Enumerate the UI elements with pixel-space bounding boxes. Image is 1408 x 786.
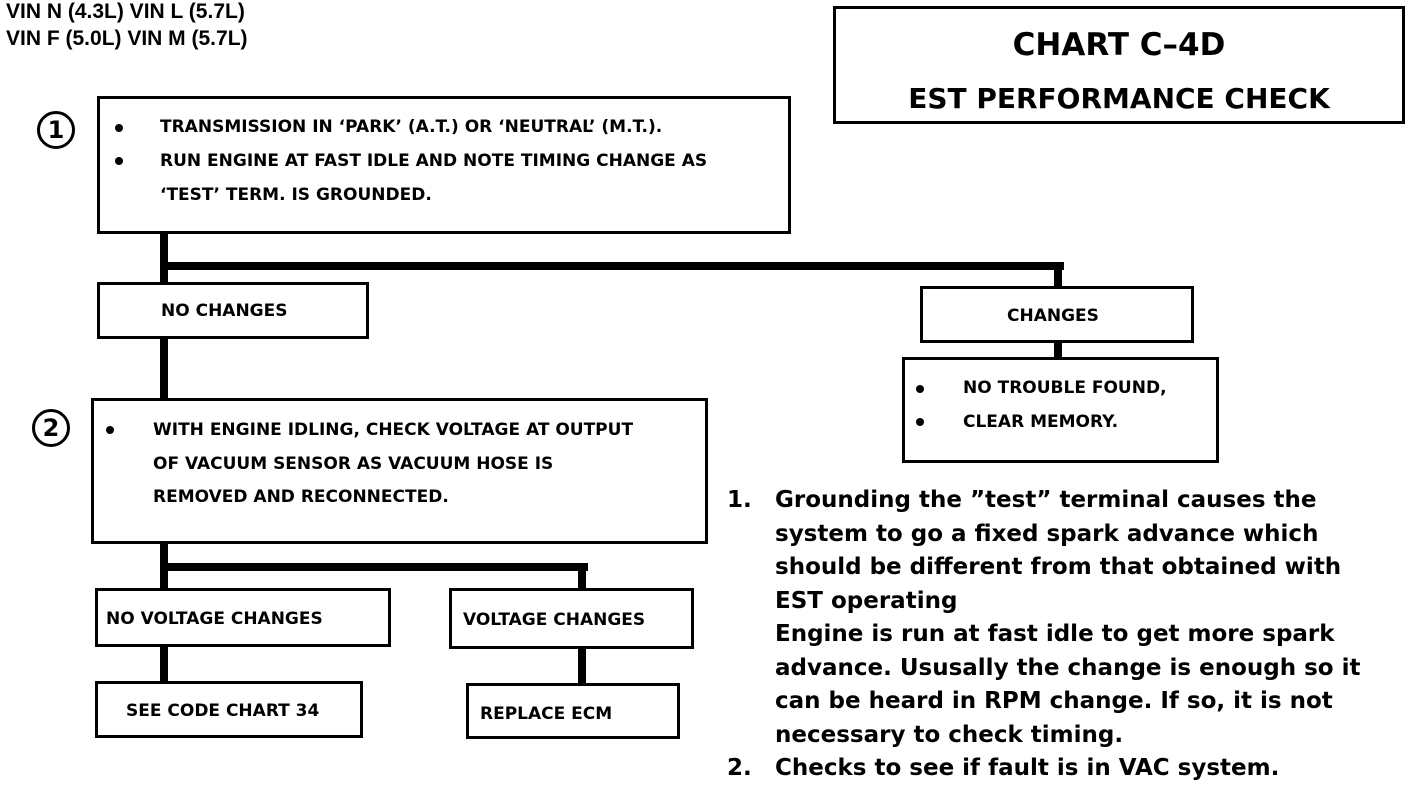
note-1-line: EST operating	[775, 587, 958, 614]
chart-subtitle: EST PERFORMANCE CHECK	[908, 82, 1330, 115]
bullet-icon	[916, 418, 924, 426]
vin-line-2: VIN F (5.0L) VIN M (5.7L)	[6, 27, 248, 50]
bullet-icon	[115, 124, 123, 132]
replace-ecm-label: REPLACE ECM	[480, 704, 613, 724]
step-1-marker: 1	[37, 111, 75, 149]
changes-box: CHANGES	[920, 286, 1194, 343]
note-1-line: should be different from that obtained w…	[775, 554, 1342, 580]
step-1-bullet-1: TRANSMISSION IN ‘PARK’ (A.T.) OR ‘NEUTRA…	[160, 117, 663, 137]
voltage-changes-box: VOLTAGE CHANGES	[449, 588, 694, 649]
connector-step1-down	[160, 233, 168, 285]
see-code-chart-box: SEE CODE CHART 34	[95, 681, 363, 738]
step-2-box: WITH ENGINE IDLING, CHECK VOLTAGE AT OUT…	[91, 398, 708, 544]
chart-title: CHART C–4D	[1012, 27, 1226, 63]
step-2-line-1: WITH ENGINE IDLING, CHECK VOLTAGE AT OUT…	[153, 420, 634, 440]
step-1-continuation: ‘TEST’ TERM. IS GROUNDED.	[160, 185, 432, 205]
note-1-line: Grounding the ”test” terminal causes the	[775, 487, 1317, 513]
step-1-bullet-2: RUN ENGINE AT FAST IDLE AND NOTE TIMING …	[160, 151, 708, 171]
note-1-line: Engine is run at fast idle to get more s…	[775, 621, 1335, 647]
note-1-number: 1.	[727, 487, 752, 513]
step-2-line-3: REMOVED AND RECONNECTED.	[153, 487, 449, 507]
step-2-line-2: OF VACUUM SENSOR AS VACUUM HOSE IS	[153, 454, 554, 474]
note-1-line: necessary to check timing.	[775, 721, 1124, 748]
note-2-text: Checks to see if fault is in VAC system.	[775, 755, 1280, 781]
no-voltage-changes-label: NO VOLTAGE CHANGES	[106, 609, 323, 629]
chart-title-box: CHART C–4D EST PERFORMANCE CHECK	[833, 6, 1405, 124]
bullet-icon	[115, 157, 123, 165]
note-1-line: system to go a fixed spark advance which	[775, 520, 1319, 547]
replace-ecm-box: REPLACE ECM	[466, 683, 680, 739]
note-2-number: 2.	[727, 755, 752, 781]
connector-changes-to-result	[1054, 340, 1062, 360]
step-1-box: TRANSMISSION IN ‘PARK’ (A.T.) OR ‘NEUTRA…	[97, 96, 791, 234]
no-trouble-line-1: NO TROUBLE FOUND,	[963, 378, 1167, 398]
connector-voltage-to-ecm	[578, 646, 586, 686]
step-2-marker: 2	[32, 409, 70, 447]
connector-voltage-changes-down	[578, 563, 586, 591]
note-1-line: advance. Ususally the change is enough s…	[775, 654, 1361, 681]
connector-branch-horizontal	[160, 262, 1064, 270]
voltage-changes-label: VOLTAGE CHANGES	[463, 610, 646, 630]
connector-changes-down	[1054, 262, 1062, 288]
connector-voltage-horizontal	[160, 563, 588, 571]
connector-no-changes-down	[160, 337, 168, 402]
no-changes-box: NO CHANGES	[97, 282, 369, 339]
no-trouble-box: NO TROUBLE FOUND, CLEAR MEMORY.	[902, 357, 1219, 463]
see-code-chart-label: SEE CODE CHART 34	[126, 701, 320, 721]
no-changes-label: NO CHANGES	[161, 301, 288, 321]
bullet-icon	[916, 385, 924, 393]
no-trouble-line-2: CLEAR MEMORY.	[963, 412, 1119, 432]
connector-no-voltage-down	[160, 644, 168, 684]
no-voltage-changes-box: NO VOLTAGE CHANGES	[95, 588, 391, 647]
vin-line-1: VIN N (4.3L) VIN L (5.7L)	[6, 0, 245, 23]
note-1-line: can be heard in RPM change. If so, it is…	[775, 688, 1333, 714]
bullet-icon	[106, 426, 114, 434]
changes-label: CHANGES	[1007, 306, 1099, 326]
